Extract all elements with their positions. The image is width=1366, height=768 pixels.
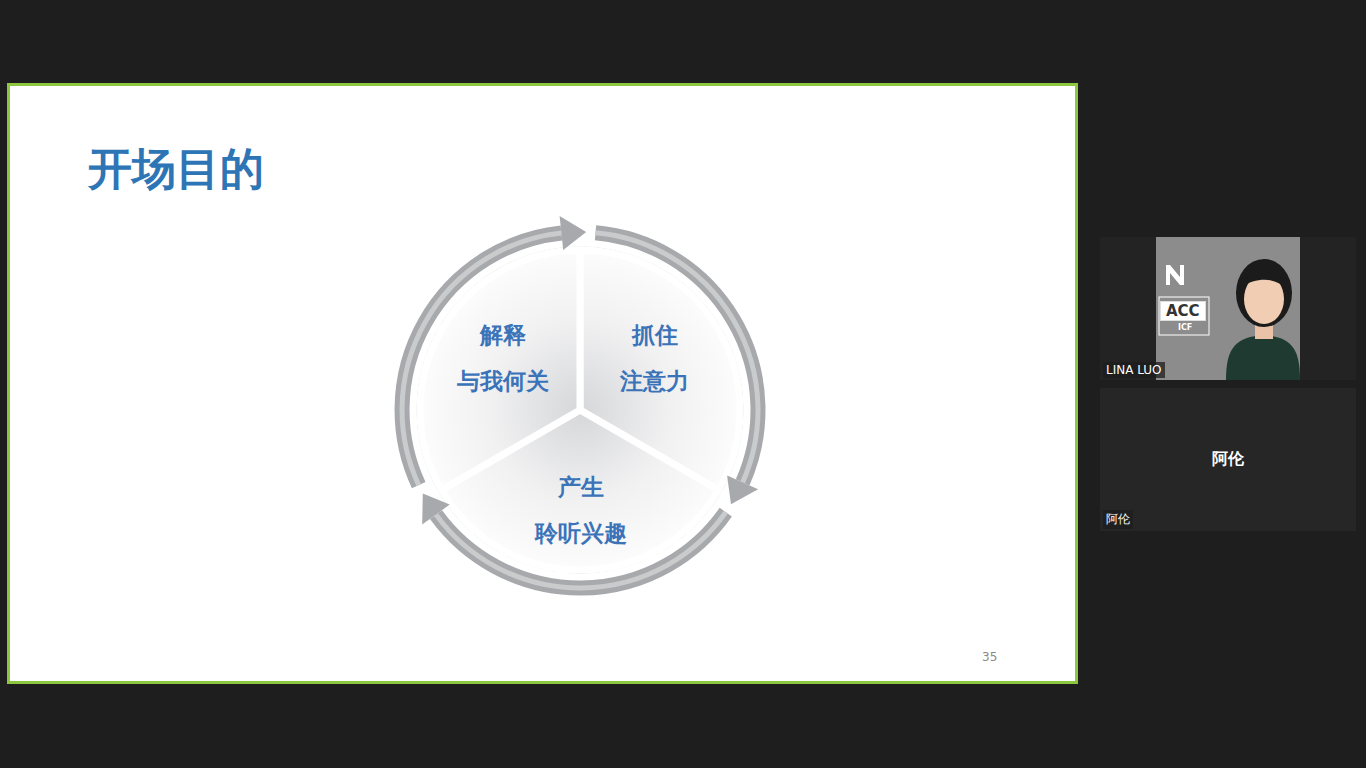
segment-label: 抓住 注意力 [602, 312, 708, 404]
arrow-highlight [596, 233, 758, 483]
page-number: 35 [982, 650, 997, 664]
participant-name: 阿伦 [1100, 449, 1356, 470]
arrow-band [596, 233, 758, 483]
arrow-highlight [402, 233, 561, 485]
video-tile: LINA LUO [1100, 237, 1356, 380]
badge-text: ICF [1178, 323, 1192, 332]
segment-label: 解释 与我何关 [450, 312, 556, 404]
arrow-head [727, 476, 758, 505]
fringe [1242, 272, 1286, 290]
segment-label: 产生 聆听兴趣 [528, 464, 634, 556]
video-tile: 阿伦阿伦 [1100, 388, 1356, 531]
slide-title: 开场目的 [88, 140, 264, 199]
cycle-segment: 解释 与我何关 [450, 312, 556, 404]
cycle-arrow [402, 216, 586, 485]
badge-text: ACC [1160, 301, 1206, 321]
dress [1226, 335, 1300, 380]
cycle-segment: 抓住 注意力 [602, 312, 708, 404]
photo-ground [1156, 237, 1300, 380]
arrow-head [560, 216, 587, 250]
name-label: LINA LUO [1103, 362, 1165, 378]
cycle-segment: 产生 聆听兴趣 [528, 464, 634, 556]
pie-outline [418, 248, 742, 572]
arrow-band [402, 233, 561, 485]
badge-frame [1159, 297, 1209, 335]
arrow-head [422, 494, 450, 525]
logo-mark [1166, 265, 1184, 285]
hair [1236, 259, 1292, 327]
cycle-arrow [596, 233, 759, 505]
name-label: 阿伦 [1103, 510, 1133, 529]
